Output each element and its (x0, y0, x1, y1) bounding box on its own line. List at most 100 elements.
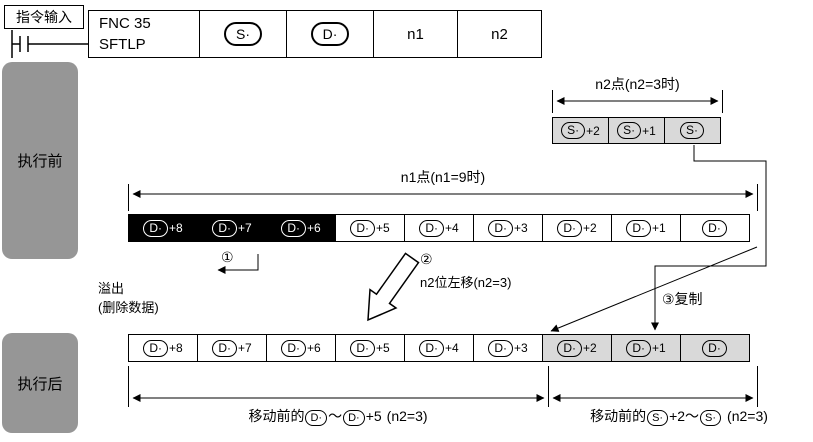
register-offset: +5 (375, 221, 390, 235)
register-cell: D·+1 (611, 214, 681, 242)
register-cell: D·+4 (404, 214, 474, 242)
operand-oval: D· (212, 219, 237, 237)
operand-oval: D· (702, 339, 727, 357)
label-prefix: 移动前的 (248, 408, 305, 424)
register-cell: S·+1 (608, 117, 665, 144)
tilde: ～ (328, 408, 343, 424)
shift-diagonal-arrow (550, 246, 758, 332)
register-offset: +4 (444, 341, 459, 355)
operand-oval: S· (617, 122, 642, 139)
operand-oval: D· (212, 339, 237, 357)
operand-oval: D· (557, 219, 582, 237)
overflow-subtext: (删除数据) (98, 300, 159, 315)
register-cell-copied: D·+1 (611, 334, 681, 362)
operand-oval: D· (702, 219, 727, 237)
operand-oval: S· (647, 410, 669, 426)
register-offset: +2 (586, 123, 600, 138)
register-cell: D·+5 (335, 334, 405, 362)
register-offset: +2 (582, 221, 597, 235)
operand-oval: D· (305, 410, 328, 426)
register-cell-copied: D·+2 (542, 334, 612, 362)
before-register-row: D·+8 D·+7 D·+6 D·+5 D·+4 D·+3 D·+2 D·+1 … (128, 214, 750, 242)
register-offset: +1 (642, 123, 656, 138)
label-offset: +2 (669, 408, 686, 424)
register-offset: +6 (306, 341, 321, 355)
operand-n1-cell: n1 (373, 10, 458, 58)
n1-dimension-label: n1点(n1=9时) (400, 169, 486, 185)
operand-oval: D· (143, 219, 168, 237)
label-offset: +5 (365, 408, 382, 424)
operand-d-oval: D· (310, 22, 350, 46)
operand-oval: D· (488, 339, 513, 357)
operand-oval: D· (281, 339, 306, 357)
register-offset: +2 (582, 341, 597, 355)
overflow-annotation: 溢出 (删除数据) (98, 279, 159, 317)
register-cell: D·+8 (128, 334, 198, 362)
operand-oval: D· (350, 339, 375, 357)
overflow-text: 溢出 (98, 281, 125, 296)
register-cell-overflow: D·+6 (266, 214, 336, 242)
step3-copy-annotation: ③复制 (662, 291, 703, 307)
register-offset: +3 (513, 221, 528, 235)
register-cell: D·+6 (266, 334, 336, 362)
instruction-input-label: 指令输入 (4, 5, 84, 29)
register-cell: D·+4 (404, 334, 474, 362)
fnc-number: FNC 35 (99, 15, 151, 32)
fnc-cell: FNC 35 SFTLP (88, 10, 200, 58)
instruction-table: FNC 35 SFTLP S· D· n1 n2 (88, 10, 542, 58)
bottom-dimension-arrows (128, 366, 758, 407)
after-register-row: D·+8 D·+7 D·+6 D·+5 D·+4 D·+3 D·+2 D·+1 … (128, 334, 750, 362)
operand-d-cell: D· (286, 10, 374, 58)
register-offset: +3 (513, 341, 528, 355)
register-cell-overflow: D·+8 (128, 214, 198, 242)
operand-oval: D· (488, 219, 513, 237)
register-offset: +7 (237, 341, 252, 355)
register-offset: +1 (651, 221, 666, 235)
source-register-row: S·+2 S·+1 S· (552, 117, 721, 144)
operand-s-oval: S· (224, 22, 262, 46)
ladder-contact (11, 30, 88, 58)
operand-n2-cell: n2 (457, 10, 542, 58)
register-offset: +5 (375, 341, 390, 355)
register-cell: D·+2 (542, 214, 612, 242)
register-cell: D·+5 (335, 214, 405, 242)
stage-before-block: 执行前 (2, 62, 78, 259)
shift-annotation: n2位左移(n2=3) (420, 275, 512, 290)
n2-dimension-label: n2点(n2=3时) (595, 76, 680, 92)
label-tail: (n2=3) (386, 408, 428, 424)
step1-marker: ① (221, 249, 234, 265)
register-cell: D· (680, 214, 750, 242)
register-offset: +8 (168, 341, 183, 355)
register-cell: S· (664, 117, 721, 144)
operand-oval: D· (350, 219, 375, 237)
operand-oval: S· (561, 122, 586, 139)
big-shift-arrow (367, 252, 420, 322)
operand-oval: D· (557, 339, 582, 357)
step2-marker: ② (420, 251, 433, 267)
operand-oval: S· (680, 122, 704, 139)
register-offset: +4 (444, 221, 459, 235)
stage-after-block: 执行后 (2, 333, 78, 433)
tilde: ～ (685, 408, 700, 424)
mnemonic: SFTLP (99, 36, 146, 53)
label-prefix: 移动前的 (590, 408, 647, 424)
operand-oval: D· (343, 410, 365, 426)
register-offset: +8 (168, 221, 183, 235)
n1-dimension-arrow (128, 184, 758, 211)
operand-s-cell: S· (199, 10, 287, 58)
operand-oval: D· (419, 339, 444, 357)
register-cell: D·+3 (473, 334, 543, 362)
register-cell: D·+3 (473, 214, 543, 242)
operand-oval: S· (700, 410, 722, 426)
register-cell: D·+7 (197, 334, 267, 362)
operand-oval: D· (419, 219, 444, 237)
register-offset: +1 (651, 341, 666, 355)
operand-oval: D· (626, 339, 651, 357)
operand-oval: D· (626, 219, 651, 237)
register-cell: S·+2 (552, 117, 609, 144)
register-offset: +6 (306, 221, 321, 235)
register-cell-overflow: D·+7 (197, 214, 267, 242)
